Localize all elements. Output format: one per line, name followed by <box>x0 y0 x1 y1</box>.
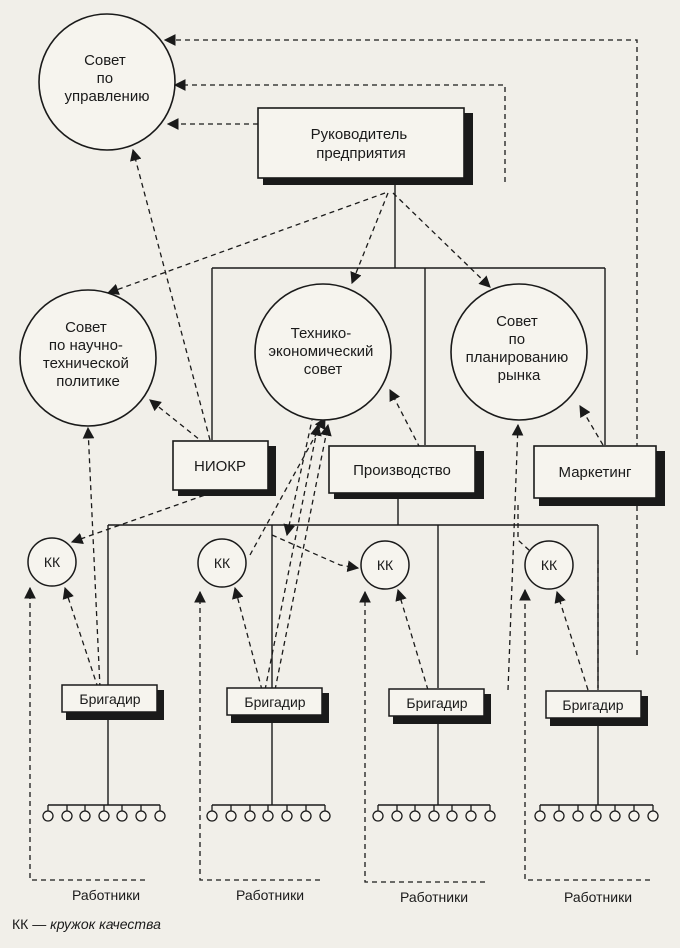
production-label: Производство <box>353 462 451 479</box>
director-line1: Руководитель <box>311 126 408 143</box>
council-techecon-line2: экономический <box>268 343 373 360</box>
council-management: Совет по управлению <box>38 13 176 151</box>
svg-text:Руководитель предприятия: Руководитель предприятия <box>311 126 412 162</box>
svg-text:Совет по научно- т: Совет по научно- технической политике <box>43 319 133 390</box>
foreman-box-4: Бригадир <box>545 690 648 726</box>
council-market-line3: планированию <box>466 349 569 366</box>
workers-label-4: Работники <box>564 889 632 905</box>
worker-circles-3 <box>372 805 496 822</box>
marketing-box: Маркетинг <box>533 445 665 506</box>
council-market-line2: по <box>509 331 525 348</box>
council-scitech-line4: политике <box>56 373 120 390</box>
legend-meaning: кружок качества <box>50 916 161 932</box>
foreman-box-1: Бригадир <box>61 684 164 720</box>
svg-text:Совет по управлени: Совет по управлению <box>65 52 150 105</box>
workers-group <box>42 805 659 822</box>
qc-circle-1: КК <box>27 537 77 587</box>
foreman-2-label: Бригадир <box>244 694 305 710</box>
director-line2: предприятия <box>316 145 406 162</box>
workers-label-2: Работники <box>236 887 304 903</box>
council-scitech-line1: Совет <box>65 319 107 336</box>
niokr-box: НИОКР <box>172 440 276 496</box>
worker-to-qc-arrows <box>24 586 650 883</box>
worker-circles-2 <box>206 805 331 822</box>
council-market-line4: рынка <box>498 367 541 384</box>
production-box: Производство <box>328 445 484 499</box>
workers-label-1: Работники <box>72 887 140 903</box>
feedback-arrows <box>62 34 638 691</box>
marketing-label: Маркетинг <box>559 464 632 481</box>
foreman-box-3: Бригадир <box>388 688 491 724</box>
council-market-line1: Совет <box>496 313 538 330</box>
svg-text:Совет по планирова: Совет по планированию рынка <box>466 313 573 384</box>
council-management-line1: Совет <box>84 52 126 69</box>
qc-circle-1-label: КК <box>44 554 61 570</box>
council-techecon-line1: Технико- <box>291 325 352 342</box>
foreman-1-label: Бригадир <box>79 691 140 707</box>
worker-circles-1 <box>42 805 166 822</box>
council-scitech: Совет по научно- технической политике <box>19 289 157 427</box>
foreman-box-2: Бригадир <box>226 687 329 723</box>
workers-label-3: Работники <box>400 889 468 905</box>
qc-circle-3: КК <box>360 540 410 590</box>
org-structure-diagram: Совет по управлению Руководитель предпри… <box>19 13 665 905</box>
director-box: Руководитель предприятия <box>257 107 473 185</box>
legend: КК — кружок качества <box>12 916 161 932</box>
niokr-label: НИОКР <box>194 458 246 475</box>
council-management-line3: управлению <box>65 88 150 105</box>
qc-circle-2: КК <box>197 538 247 588</box>
foreman-4-label: Бригадир <box>562 697 623 713</box>
council-scitech-line2: по научно- <box>49 337 123 354</box>
worker-circles-4 <box>534 805 659 822</box>
council-techecon: Технико- экономический совет <box>254 283 392 421</box>
svg-text:Технико- экономический: Технико- экономический совет <box>268 325 377 378</box>
council-techecon-line3: совет <box>304 361 343 378</box>
council-market: Совет по планированию рынка <box>450 283 588 421</box>
qc-circle-4-label: КК <box>541 557 558 573</box>
foreman-3-label: Бригадир <box>406 695 467 711</box>
qc-circle-3-label: КК <box>377 557 394 573</box>
legend-abbr: КК — <box>12 916 47 932</box>
council-management-line2: по <box>97 70 113 87</box>
qc-circle-4: КК <box>524 540 574 590</box>
council-scitech-line3: технической <box>43 355 129 372</box>
qc-circle-2-label: КК <box>214 555 231 571</box>
